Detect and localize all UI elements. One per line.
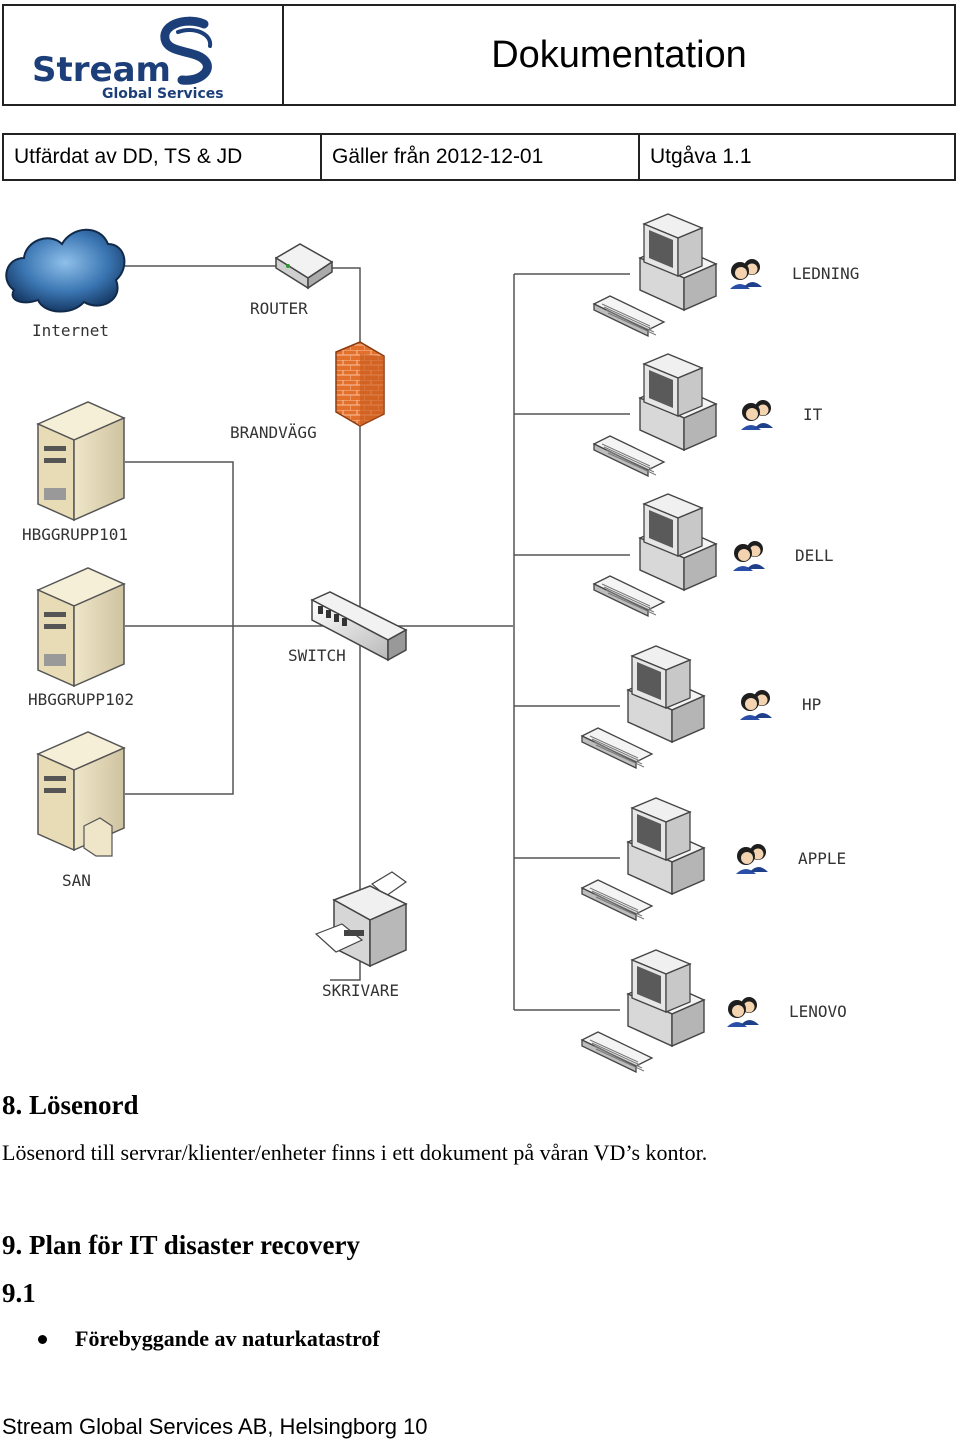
network-diagram: Internet ROUTER BRANDVÄGG HBGGRUPP101 HB…	[5, 213, 859, 1074]
server1-label: HBGGRUPP101	[22, 525, 128, 544]
users-icon	[740, 690, 772, 720]
section-8-text: Lösenord till servrar/klienter/enheter f…	[2, 1140, 708, 1165]
users-icon	[736, 844, 768, 874]
monitor-icon	[630, 797, 692, 861]
monitor-icon	[642, 493, 704, 557]
document-header: Stream Global Services Dokumentation	[2, 4, 956, 106]
client-label: DELL	[795, 546, 834, 565]
monitor-icon	[642, 353, 704, 417]
internet-label: Internet	[32, 321, 109, 340]
server-icon	[36, 567, 126, 688]
workstation: DELL	[592, 493, 834, 618]
issued-by: Utfärdat av DD, TS & JD	[4, 135, 322, 179]
san-storage-icon	[36, 731, 126, 857]
keyboard-icon	[592, 435, 666, 478]
workstation: IT	[592, 353, 823, 478]
keyboard-icon	[580, 727, 654, 770]
client-workstations: LEDNING IT DELL HP APPLE LENOVO	[580, 213, 859, 1074]
section-9-1-heading: 9.1	[2, 1278, 36, 1308]
printer-icon	[314, 871, 408, 968]
client-label: LEDNING	[792, 264, 859, 283]
stream-logo-swoosh-icon	[160, 16, 213, 85]
client-label: APPLE	[798, 849, 846, 868]
internet-cloud-icon	[5, 228, 126, 313]
switch-icon	[310, 591, 408, 662]
section-8-heading: 8. Lösenord	[2, 1090, 139, 1120]
workstation: APPLE	[580, 797, 846, 922]
router-label: ROUTER	[250, 299, 308, 318]
switch-label: SWITCH	[288, 646, 346, 665]
monitor-icon	[642, 213, 704, 277]
server2-label: HBGGRUPP102	[28, 690, 134, 709]
edition: Utgåva 1.1	[650, 145, 752, 168]
bullet-icon	[38, 1334, 47, 1344]
logo-cell: Stream Global Services	[4, 6, 284, 104]
keyboard-icon	[580, 879, 654, 922]
firewall-icon	[335, 341, 385, 427]
section-9-heading: 9. Plan för IT disaster recovery	[2, 1230, 360, 1260]
client-label: IT	[803, 405, 823, 424]
printer-label: SKRIVARE	[322, 981, 399, 1000]
server-icon	[36, 401, 126, 522]
workstation: HP	[580, 645, 821, 770]
keyboard-icon	[592, 295, 666, 338]
users-icon	[741, 400, 773, 430]
valid-from: Gäller från 2012-12-01	[322, 135, 640, 179]
monitor-icon	[630, 645, 692, 709]
workstation: LENOVO	[580, 949, 847, 1074]
list-item: Förebyggande av naturkatastrof	[38, 1326, 380, 1352]
san-label: SAN	[62, 871, 91, 890]
keyboard-icon	[592, 575, 666, 618]
page-footer: Stream Global Services AB, Helsingborg 1…	[2, 1414, 428, 1439]
monitor-icon	[630, 949, 692, 1013]
router-icon	[274, 243, 334, 290]
list-item-text: Förebyggande av naturkatastrof	[75, 1326, 380, 1351]
keyboard-icon	[580, 1031, 654, 1074]
document-meta-row: Utfärdat av DD, TS & JD Gäller från 2012…	[2, 133, 956, 181]
users-icon	[727, 997, 759, 1027]
client-label: LENOVO	[789, 1002, 847, 1021]
client-label: HP	[802, 695, 821, 714]
users-icon	[730, 259, 762, 289]
workstation: LEDNING	[592, 213, 859, 338]
users-icon	[733, 541, 765, 571]
firewall-label: BRANDVÄGG	[230, 423, 317, 442]
document-title: Dokumentation	[491, 33, 747, 76]
logo-wordmark: Stream	[32, 50, 171, 90]
logo-subtitle: Global Services	[102, 86, 224, 102]
